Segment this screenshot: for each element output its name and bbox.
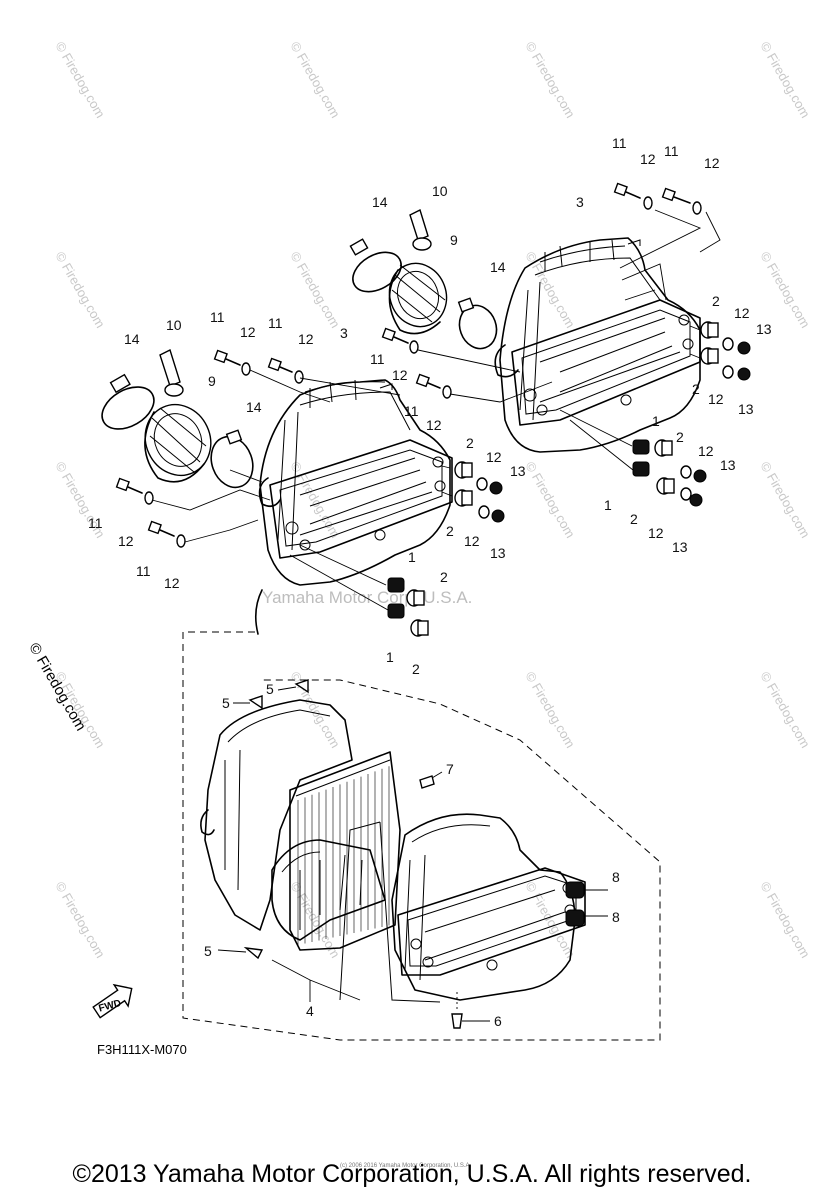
callout-11: 11 <box>136 563 151 579</box>
callout-5: 5 <box>204 943 212 959</box>
footer-copyright: ©2013 Yamaha Motor Corporation, U.S.A. A… <box>72 1160 752 1188</box>
watermark-text: © Firedog.com <box>52 39 108 121</box>
callout-11: 11 <box>612 135 627 151</box>
fwd-arrow: FWD <box>92 983 133 1019</box>
callout-2: 2 <box>440 569 448 585</box>
watermark-text: © Firedog.com <box>522 39 578 121</box>
left-airbox-assembly <box>258 379 453 586</box>
right-airbox-assembly <box>494 237 701 453</box>
callout-12: 12 <box>640 151 656 167</box>
watermark-text: © Firedog.com <box>757 249 813 331</box>
watermark-text: © Firedog.com <box>522 669 578 751</box>
watermark-text: © Firedog.com <box>522 459 578 541</box>
callout-11: 11 <box>88 515 103 531</box>
callout-14: 14 <box>124 331 140 347</box>
callout-11: 11 <box>664 143 679 159</box>
watermark-text: © Firedog.com <box>757 459 813 541</box>
diagram-code: F3H111X-M070 <box>97 1042 187 1057</box>
callout-12: 12 <box>704 155 720 171</box>
callout-9: 9 <box>208 373 216 389</box>
watermark-text: © Firedog.com <box>287 249 343 331</box>
callout-14: 14 <box>490 259 506 275</box>
callout-7: 7 <box>446 761 454 777</box>
callout-13: 13 <box>510 463 526 479</box>
callout-14: 14 <box>372 194 388 210</box>
footer-tiny-text: (c) 2006 2016 Yamaha Motor Corporation, … <box>340 1163 472 1169</box>
callout-2: 2 <box>412 661 420 677</box>
callout-13: 13 <box>490 545 506 561</box>
callout-12: 12 <box>392 367 408 383</box>
callout-labels: 11 12 11 12 3 10 14 9 14 2 12 13 2 12 13… <box>88 135 772 1029</box>
callout-12: 12 <box>708 391 724 407</box>
callout-8: 8 <box>612 909 620 925</box>
callout-12: 12 <box>240 324 256 340</box>
callout-3: 3 <box>340 325 348 341</box>
callout-12: 12 <box>464 533 480 549</box>
watermark-text: © Firedog.com <box>757 879 813 961</box>
callout-1: 1 <box>408 549 416 565</box>
watermark-text: © Firedog.com <box>522 249 578 331</box>
callout-13: 13 <box>756 321 772 337</box>
callout-2: 2 <box>630 511 638 527</box>
right-hardware <box>349 182 751 507</box>
callout-2: 2 <box>466 435 474 451</box>
left-hardware <box>101 349 505 637</box>
callout-10: 10 <box>432 183 448 199</box>
callout-5: 5 <box>266 681 274 697</box>
callout-1: 1 <box>386 649 394 665</box>
callout-2: 2 <box>692 381 700 397</box>
callout-12: 12 <box>118 533 134 549</box>
watermark-text: © Firedog.com <box>52 249 108 331</box>
exploded-filter-box <box>182 589 661 1041</box>
callout-12: 12 <box>486 449 502 465</box>
callout-12: 12 <box>298 331 314 347</box>
callout-2: 2 <box>712 293 720 309</box>
center-watermark: Yamaha Motor Corp, U.S.A. <box>262 588 472 607</box>
callout-12: 12 <box>164 575 180 591</box>
callout-3: 3 <box>576 194 584 210</box>
watermark-text: © Firedog.com <box>52 879 108 961</box>
watermark-text: © Firedog.com <box>287 39 343 121</box>
callout-11: 11 <box>370 351 385 367</box>
callout-12: 12 <box>734 305 750 321</box>
callout-12: 12 <box>648 525 664 541</box>
callout-11: 11 <box>210 309 225 325</box>
callout-11: 11 <box>404 403 419 419</box>
fwd-text: FWD <box>98 998 123 1015</box>
callout-5: 5 <box>222 695 230 711</box>
callout-1: 1 <box>652 413 660 429</box>
callout-2: 2 <box>446 523 454 539</box>
callout-13: 13 <box>672 539 688 555</box>
callout-11: 11 <box>268 315 283 331</box>
callout-6: 6 <box>494 1013 502 1029</box>
callout-12: 12 <box>698 443 714 459</box>
callout-1: 1 <box>604 497 612 513</box>
callout-13: 13 <box>738 401 754 417</box>
callout-2: 2 <box>676 429 684 445</box>
callout-8: 8 <box>612 869 620 885</box>
callout-12: 12 <box>426 417 442 433</box>
callout-14: 14 <box>246 399 262 415</box>
callout-4: 4 <box>306 1003 314 1019</box>
upper-leader-lines <box>151 209 721 611</box>
callout-10: 10 <box>166 317 182 333</box>
callout-9: 9 <box>450 232 458 248</box>
watermark-text: © Firedog.com <box>757 39 813 121</box>
watermark-text: © Firedog.com <box>757 669 813 751</box>
callout-13: 13 <box>720 457 736 473</box>
